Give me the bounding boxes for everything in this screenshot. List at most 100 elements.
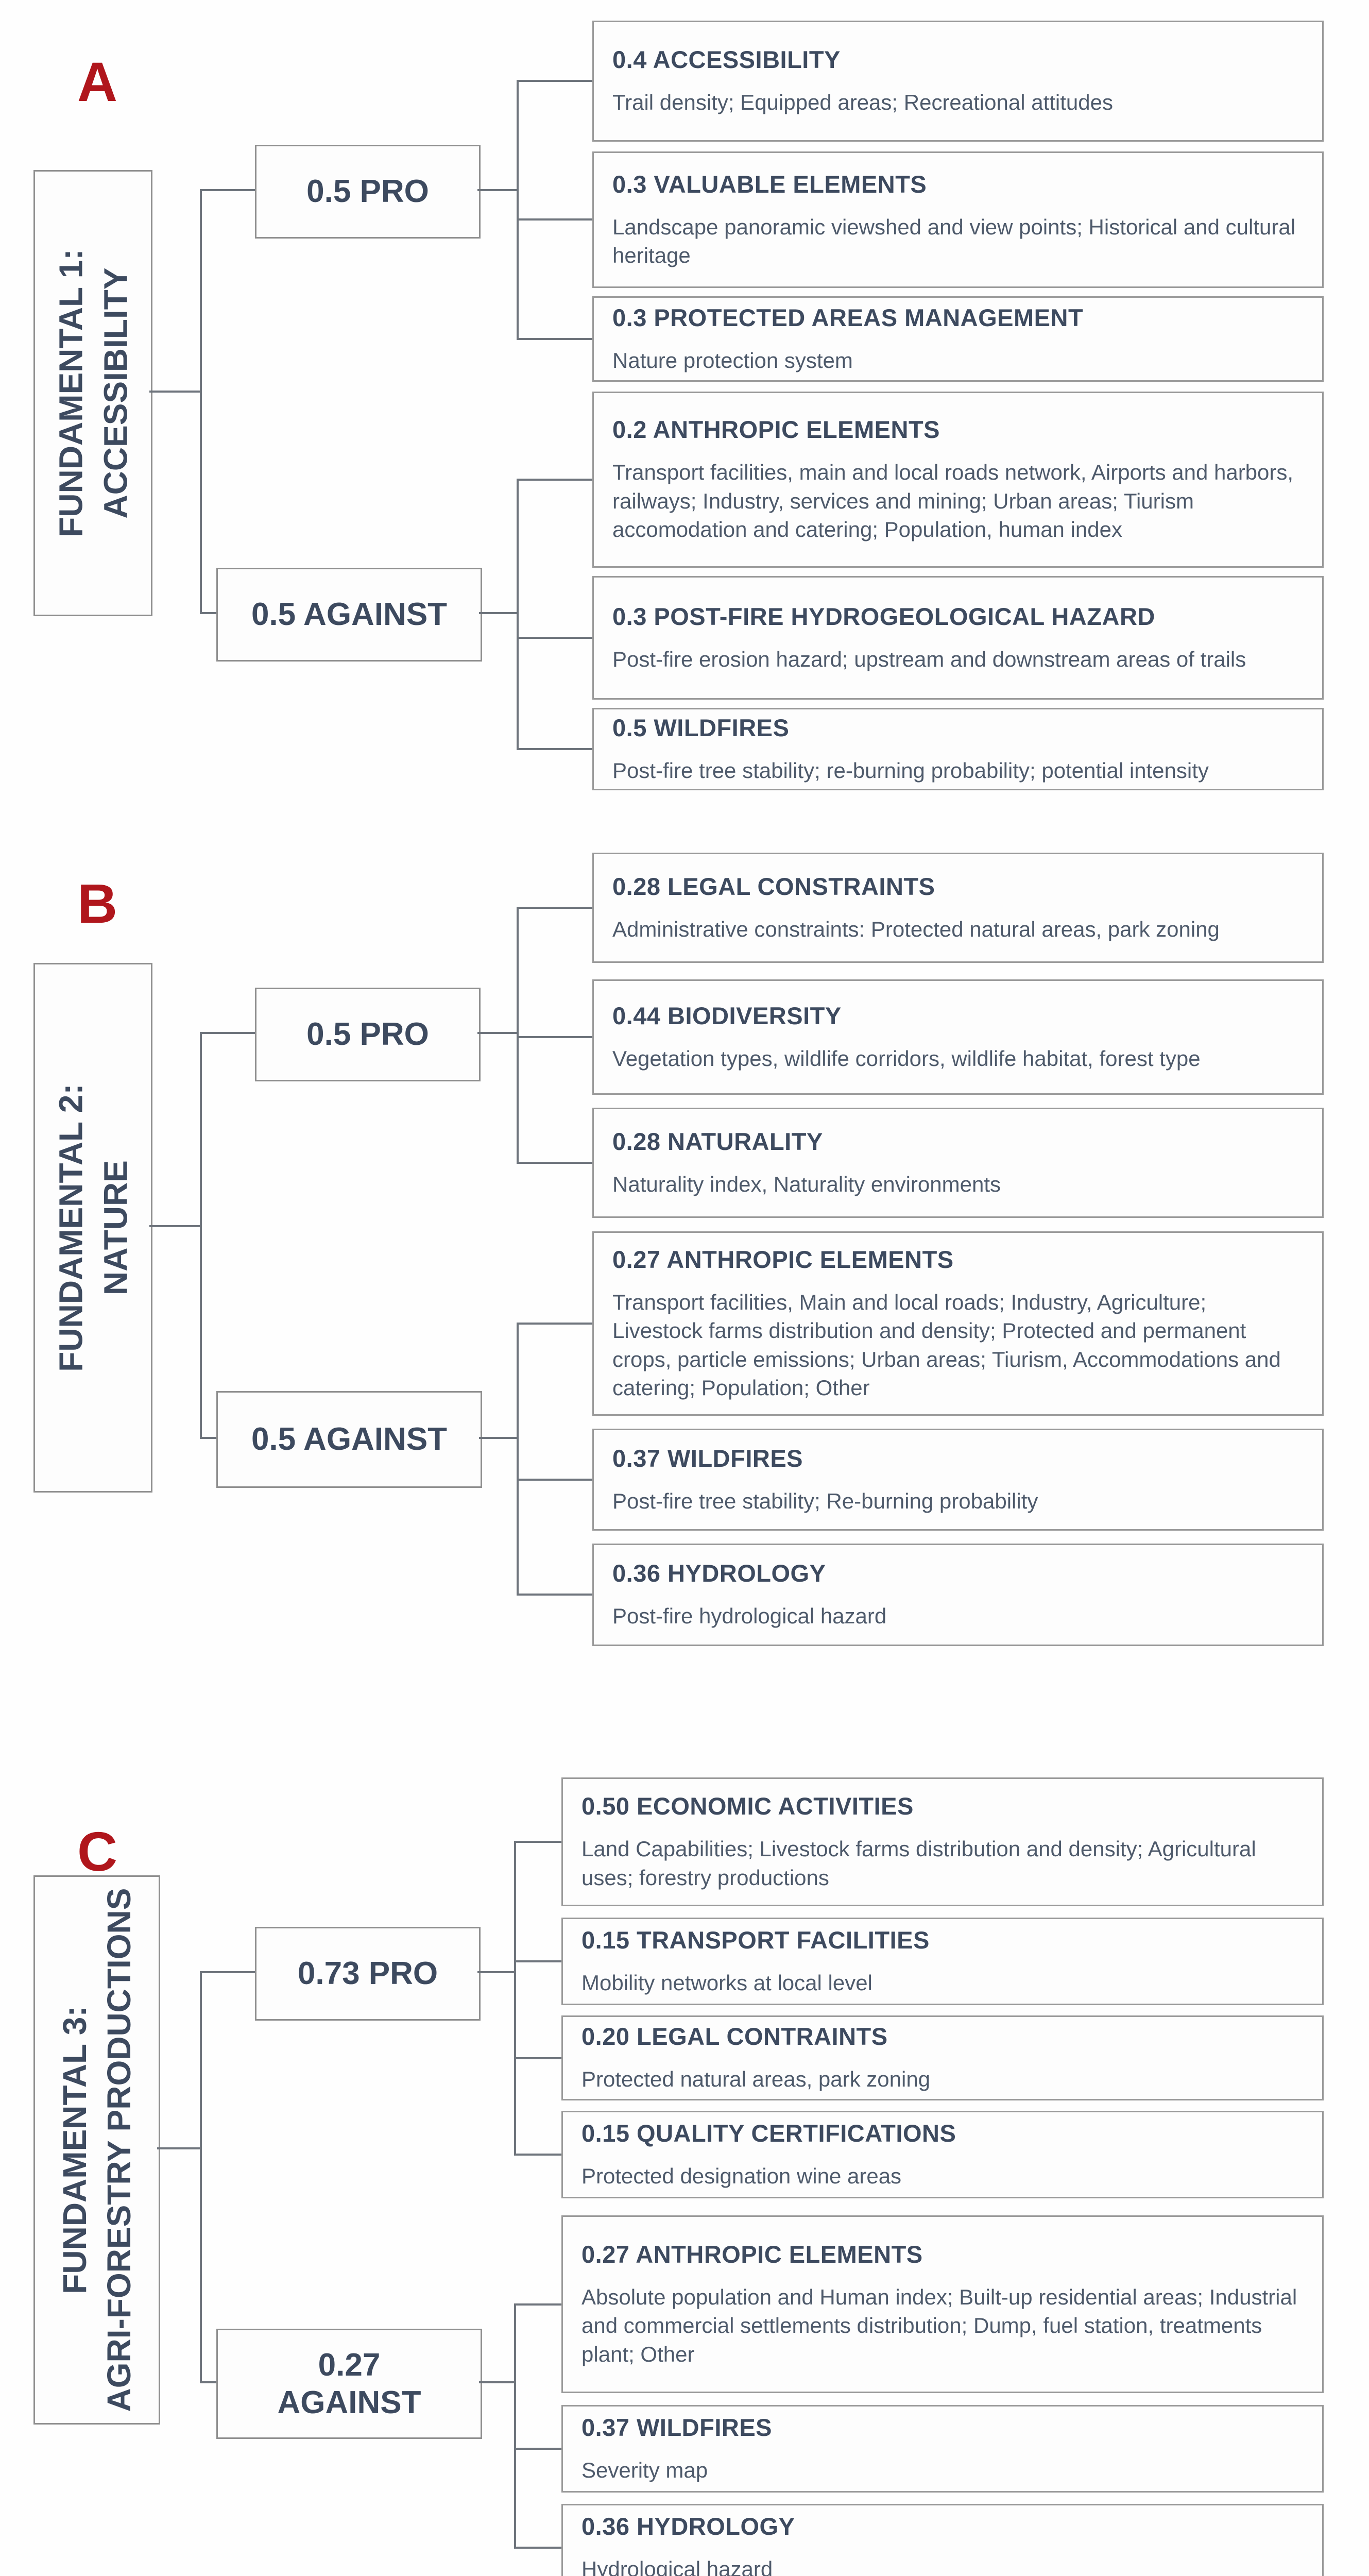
criterion-box: 0.4 ACCESSIBILITY Trail density; Equippe… (592, 21, 1324, 142)
connector-line (201, 2381, 216, 2383)
connector-line (514, 2303, 516, 2549)
criterion-desc: Naturality index, Naturality environment… (612, 1172, 1001, 1196)
connector-line (200, 1971, 202, 2383)
against-weight-label-c: 0.27 (318, 2347, 381, 2383)
connector-line (518, 637, 592, 639)
connector-line (515, 2057, 561, 2059)
fundamental-3-line2: AGRI-FORESTRY PRODUCTIONS (100, 1888, 138, 2412)
criterion-box: 0.36 HYDROLOGY Hydrological hazard (561, 2504, 1324, 2576)
criterion-desc: Landscape panoramic viewshed and view po… (612, 214, 1296, 267)
against-weight-box-b: 0.5 AGAINST (216, 1391, 482, 1488)
criterion-title: 0.44 BIODIVERSITY (612, 1002, 842, 1029)
criterion-desc: Nature protection system (612, 348, 853, 372)
fundamental-1-line2: ACCESSIBILITY (96, 267, 134, 519)
criterion-box: 0.50 ECONOMIC ACTIVITIES Land Capabiliti… (561, 1777, 1324, 1906)
criterion-desc: Post-fire tree stability; Re-burning pro… (612, 1488, 1038, 1513)
pro-weight-box-a: 0.5 PRO (255, 145, 481, 239)
connector-line (515, 2303, 561, 2306)
fundamental-2-line1: FUNDAMENTAL 2: (52, 1083, 90, 1372)
criterion-desc: Protected natural areas, park zoning (581, 2067, 931, 2092)
connector-line (200, 189, 202, 614)
criterion-title: 0.15 TRANSPORT FACILITIES (581, 1926, 930, 1954)
criterion-box: 0.2 ANTHROPIC ELEMENTS Transport facilit… (592, 392, 1324, 568)
criterion-title: 0.3 PROTECTED AREAS MANAGEMENT (612, 303, 1084, 331)
criterion-title: 0.36 HYDROLOGY (612, 1560, 826, 1587)
criterion-desc: Mobility networks at local level (581, 1970, 872, 1995)
criterion-box: 0.15 TRANSPORT FACILITIES Mobility netwo… (561, 1918, 1324, 2005)
criterion-box: 0.28 LEGAL CONSTRAINTS Administrative co… (592, 853, 1324, 963)
criterion-title: 0.37 WILDFIRES (612, 1444, 803, 1472)
connector-line (515, 2448, 561, 2450)
criterion-desc: Post-fire tree stability; re-burning pro… (612, 758, 1209, 783)
connector-line (149, 1225, 201, 1227)
criterion-box: 0.44 BIODIVERSITY Vegetation types, wild… (592, 979, 1324, 1095)
connector-line (515, 1841, 561, 1843)
fundamental-1-box: FUNDAMENTAL 1: ACCESSIBILITY (33, 170, 152, 616)
connector-line (518, 338, 592, 340)
fundamental-2-box: FUNDAMENTAL 2: NATURE (33, 963, 152, 1493)
section-a-letter: A (77, 50, 117, 113)
connector-line (518, 80, 592, 82)
criterion-box: 0.27 ANTHROPIC ELEMENTS Absolute populat… (561, 2215, 1324, 2393)
connector-line (518, 907, 592, 909)
criterion-desc: Hydrological hazard (581, 2556, 773, 2576)
criterion-title: 0.3 VALUABLE ELEMENTS (612, 170, 927, 198)
connector-line (477, 189, 518, 191)
criterion-desc: Post-fire erosion hazard; upstream and d… (612, 647, 1246, 671)
fundamental-3-box: FUNDAMENTAL 3: AGRI-FORESTRY PRODUCTIONS (33, 1875, 160, 2425)
connector-line (157, 2147, 201, 2149)
criterion-title: 0.27 ANTHROPIC ELEMENTS (612, 1245, 954, 1273)
pro-weight-label-a: 0.5 PRO (306, 174, 429, 210)
criterion-title: 0.50 ECONOMIC ACTIVITIES (581, 1792, 914, 1820)
connector-line (518, 479, 592, 481)
criterion-desc: Trail density; Equipped areas; Recreatio… (612, 90, 1113, 115)
connector-line (517, 907, 519, 1164)
criterion-desc: Protected designation wine areas (581, 2163, 902, 2188)
section-b-letter: B (77, 872, 117, 935)
criterion-box: 0.28 NATURALITY Naturality index, Natura… (592, 1108, 1324, 1218)
criterion-desc: Absolute population and Human index; Bui… (581, 2284, 1297, 2366)
connector-line (477, 1971, 515, 1973)
criterion-title: 0.15 QUALITY CERTIFICATIONS (581, 2119, 956, 2147)
connector-line (200, 1032, 202, 1439)
section-c-letter: C (77, 1820, 117, 1883)
criterion-box: 0.36 HYDROLOGY Post-fire hydrological ha… (592, 1544, 1324, 1646)
criterion-title: 0.3 POST-FIRE HYDROGEOLOGICAL HAZARD (612, 602, 1155, 630)
connector-line (515, 2547, 561, 2549)
connector-line (518, 1594, 592, 1596)
criterion-box: 0.3 VALUABLE ELEMENTS Landscape panorami… (592, 151, 1324, 288)
connector-line (514, 1841, 516, 2156)
criterion-desc: Severity map (581, 2458, 708, 2482)
criterion-box: 0.15 QUALITY CERTIFICATIONS Protected de… (561, 2111, 1324, 2198)
against-weight-label-b: 0.5 AGAINST (251, 1421, 448, 1458)
criterion-box: 0.37 WILDFIRES Severity map (561, 2405, 1324, 2493)
connector-line (477, 1032, 518, 1034)
criterion-title: 0.5 WILDFIRES (612, 714, 790, 741)
connector-line (201, 1437, 216, 1439)
connector-line (517, 1323, 519, 1596)
criterion-title: 0.37 WILDFIRES (581, 2413, 773, 2441)
criterion-box: 0.27 ANTHROPIC ELEMENTS Transport facili… (592, 1231, 1324, 1416)
criterion-desc: Vegetation types, wildlife corridors, wi… (612, 1046, 1201, 1071)
criterion-title: 0.20 LEGAL CONTRAINTS (581, 2023, 888, 2050)
criterion-box: 0.20 LEGAL CONTRAINTS Protected natural … (561, 2015, 1324, 2100)
connector-line (515, 2154, 561, 2156)
criterion-box: 0.5 WILDFIRES Post-fire tree stability; … (592, 708, 1324, 790)
criterion-title: 0.4 ACCESSIBILITY (612, 46, 841, 74)
connector-line (479, 1437, 518, 1439)
pro-weight-label-c: 0.73 PRO (297, 1956, 438, 1992)
fundamental-3-line1: FUNDAMENTAL 3: (56, 2006, 93, 2294)
criterion-desc: Post-fire hydrological hazard (612, 1604, 887, 1629)
criterion-box: 0.3 PROTECTED AREAS MANAGEMENT Nature pr… (592, 296, 1324, 382)
connector-line (518, 1036, 592, 1038)
connector-line (149, 391, 201, 393)
connector-line (518, 748, 592, 750)
connector-line (518, 1479, 592, 1481)
criterion-title: 0.36 HYDROLOGY (581, 2512, 795, 2540)
criterion-desc: Transport facilities, main and local roa… (612, 460, 1294, 542)
criterion-title: 0.28 LEGAL CONSTRAINTS (612, 872, 935, 900)
against-weight-label-c2: AGAINST (277, 2385, 421, 2420)
fundamental-2-line2: NATURE (96, 1160, 134, 1295)
